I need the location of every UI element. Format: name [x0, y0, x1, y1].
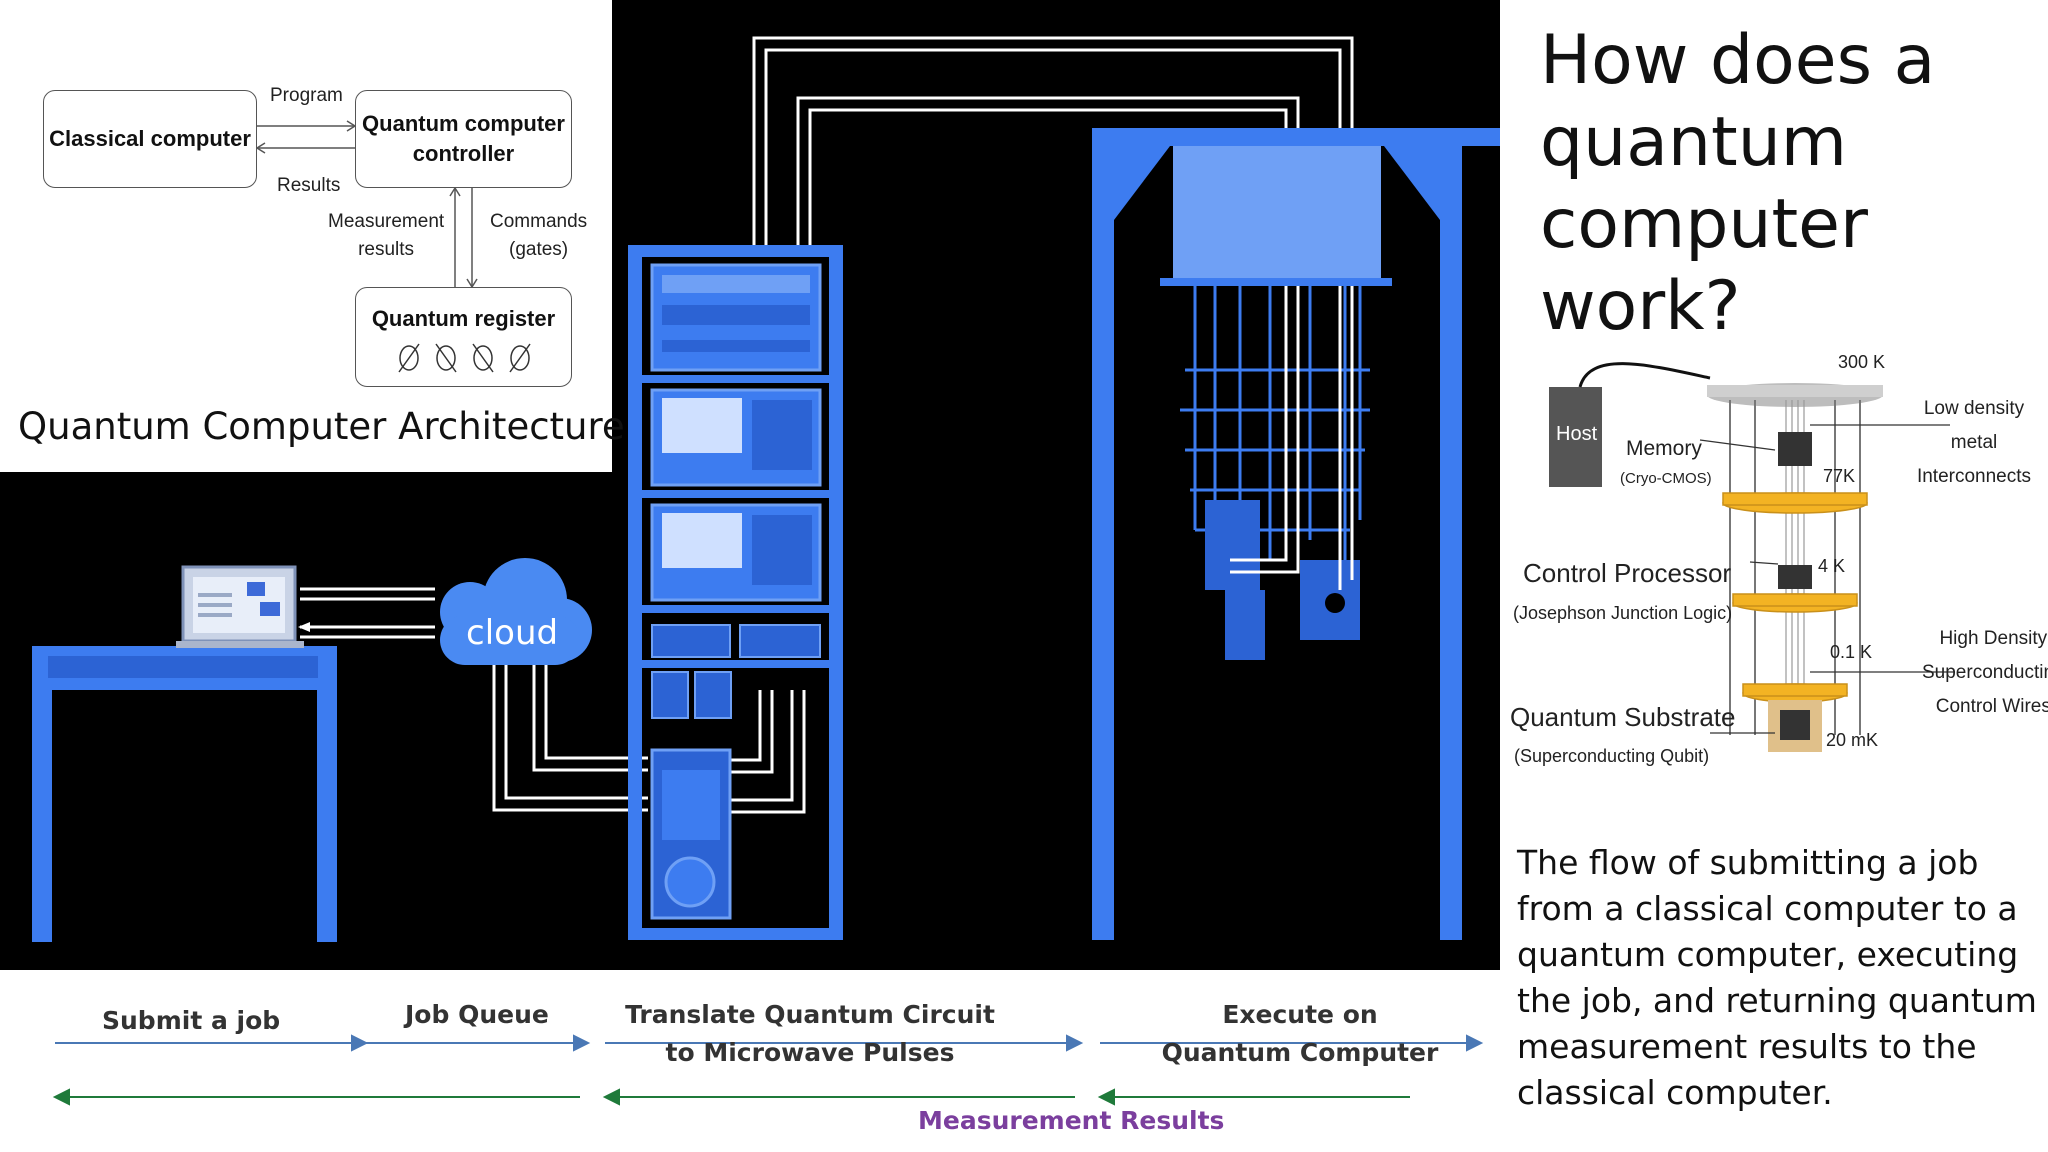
low-density-line2: Interconnects: [1916, 466, 2032, 487]
controller-box: Quantum computer controller: [355, 90, 572, 188]
cryostat-wires: [1230, 325, 1354, 590]
host-label: Host: [1556, 423, 1598, 445]
high-density-line3: Control Wires: [1935, 696, 2048, 717]
commands-line2: (gates): [509, 239, 569, 260]
commands-gates-label: Commands (gates): [490, 208, 587, 264]
results-label: Results: [277, 175, 341, 196]
controller-label-line2: controller: [412, 141, 515, 166]
high-density-line2: Superconducting: [1922, 662, 2048, 683]
flow-arrows: [52, 1034, 1484, 1106]
slide-title: How does a quantum computer work?: [1540, 21, 1936, 346]
qubit-icons: [397, 343, 531, 373]
low-density-label: Low density metal Interconnects: [1900, 392, 2048, 494]
quantum-job-illustration: [0, 0, 1500, 970]
temp-4k: 4 K: [1818, 556, 1846, 576]
control-processor-sublabel: (Josephson Junction Logic): [1513, 603, 1733, 623]
memory-label: Memory: [1626, 437, 1702, 460]
flow-job-queue: Job Queue: [405, 1000, 549, 1029]
cloud-icon: [440, 558, 592, 665]
temp-20mk: 20 mK: [1826, 730, 1879, 750]
flow-translate: Translate Quantum Circuit to Microwave P…: [620, 996, 1000, 1072]
quantum-register-box: Quantum register: [355, 287, 572, 387]
measurement-results-label: Measurement results: [328, 208, 444, 264]
temp-77k: 77K: [1823, 466, 1856, 486]
cloud-rack-wires: [492, 665, 648, 812]
architecture-caption: Quantum Computer Architecture: [18, 405, 625, 448]
desk: [32, 646, 337, 942]
temp-300k: 300 K: [1838, 352, 1886, 372]
flow-execute-line2: Quantum Computer: [1161, 1038, 1439, 1067]
flow-translate-line2: to Microwave Pulses: [665, 1038, 955, 1067]
low-density-line1: Low density metal: [1923, 398, 2025, 453]
high-density-label: High Density Superconducting Control Wir…: [1922, 622, 2048, 724]
host-box: [1549, 387, 1602, 487]
flow-measurement-results: Measurement Results: [918, 1106, 1225, 1135]
control-processor-label: Control Processor: [1523, 558, 1732, 588]
equipment-rack: [628, 245, 843, 940]
program-label: Program: [270, 85, 343, 106]
architecture-panel: [0, 0, 612, 472]
slide-description: The flow of submitting a job from a clas…: [1517, 843, 2037, 1112]
dilution-refrigerator: [1180, 286, 1370, 600]
flow-submit-job: Submit a job: [102, 1006, 281, 1035]
cloud-label: cloud: [466, 613, 559, 653]
cryostat-frame: [1092, 128, 1500, 940]
memory-chip: [1778, 432, 1812, 466]
flow-execute: Execute on Quantum Computer: [1150, 996, 1450, 1072]
quantum-substrate-label: Quantum Substrate: [1510, 702, 1736, 732]
memory-sublabel: (Cryo-CMOS): [1620, 470, 1712, 487]
classical-computer-box: Classical computer: [43, 90, 257, 188]
laptop-icon: [176, 565, 304, 648]
flow-execute-line1: Execute on: [1222, 1000, 1378, 1029]
controller-label-line1: Quantum computer: [362, 111, 565, 136]
classical-computer-label: Classical computer: [49, 126, 251, 151]
flow-translate-line1: Translate Quantum Circuit: [625, 1000, 995, 1029]
quantum-register-label: Quantum register: [371, 306, 556, 331]
rack-internal-wires: [730, 690, 806, 814]
laptop-cloud-wires: [300, 587, 435, 639]
temp-01k: 0.1 K: [1830, 642, 1873, 662]
qubit-chip: [1780, 710, 1810, 740]
cryostat-stack-diagram: [1549, 362, 1955, 752]
control-processor-chip: [1778, 565, 1812, 589]
measurement-line1: Measurement: [328, 211, 445, 232]
quantum-substrate-sublabel: (Superconducting Qubit): [1514, 746, 1710, 766]
measurement-line2: results: [358, 239, 415, 260]
high-density-line1: High Density: [1939, 628, 2048, 649]
cryostat-hardware: [1205, 500, 1360, 660]
commands-line1: Commands: [490, 211, 588, 232]
